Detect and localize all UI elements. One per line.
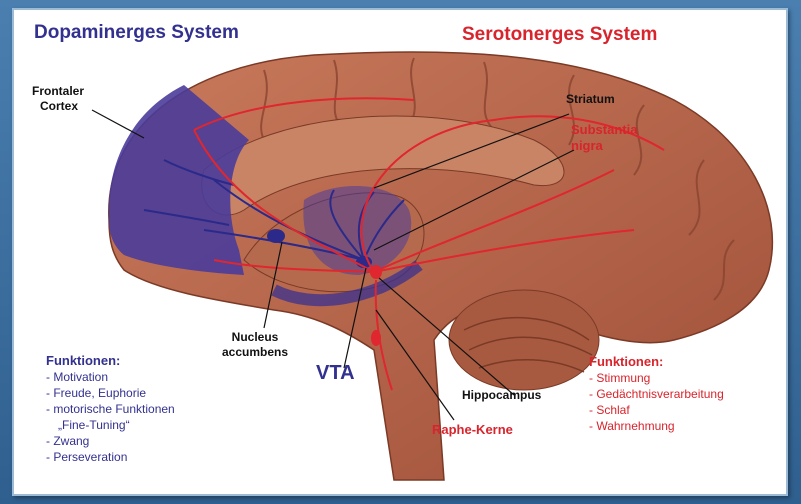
functions-dopamine-item: - motorische Funktionen: [46, 401, 175, 417]
functions-serotonin-item: - Wahrnehmung: [589, 418, 724, 434]
raphe-nucleus-lower: [371, 330, 381, 346]
functions-serotonin-item: - Stimmung: [589, 370, 724, 386]
functions-dopamine-heading: Funktionen:: [46, 353, 175, 369]
title-serotonin-system: Serotonerges System: [462, 24, 657, 46]
functions-dopamine-item: - Motivation: [46, 369, 175, 385]
functions-serotonin-heading: Funktionen:: [589, 354, 724, 370]
raphe-nucleus-upper: [370, 265, 382, 279]
label-nucleus-accumbens: Nucleus accumbens: [222, 330, 288, 360]
label-substantia-nigra: Substantia nigra: [571, 122, 637, 154]
functions-serotonin-item: - Schlaf: [589, 402, 724, 418]
functions-dopamine-box: Funktionen: - Motivation - Freude, Eupho…: [46, 353, 175, 465]
label-hippocampus: Hippocampus: [462, 388, 541, 402]
functions-serotonin-item: - Gedächtnisverarbeitung: [589, 386, 724, 402]
label-vta: VTA: [316, 362, 355, 385]
cerebellum: [449, 290, 599, 390]
functions-dopamine-item: „Fine-Tuning“: [46, 417, 175, 433]
label-raphe-kerne: Raphe-Kerne: [432, 422, 513, 437]
accumbens-nucleus: [267, 229, 285, 243]
functions-dopamine-item: - Zwang: [46, 433, 175, 449]
title-dopamine-system: Dopaminerges System: [34, 22, 239, 44]
functions-serotonin-box: Funktionen: - Stimmung - Gedächtnisverar…: [589, 354, 724, 434]
functions-dopamine-item: - Perseveration: [46, 449, 175, 465]
label-striatum: Striatum: [566, 92, 615, 106]
label-frontal-cortex: Frontaler Cortex: [32, 84, 84, 114]
functions-dopamine-item: - Freude, Euphorie: [46, 385, 175, 401]
diagram-card: Dopaminerges System Serotonerges System …: [12, 8, 788, 496]
